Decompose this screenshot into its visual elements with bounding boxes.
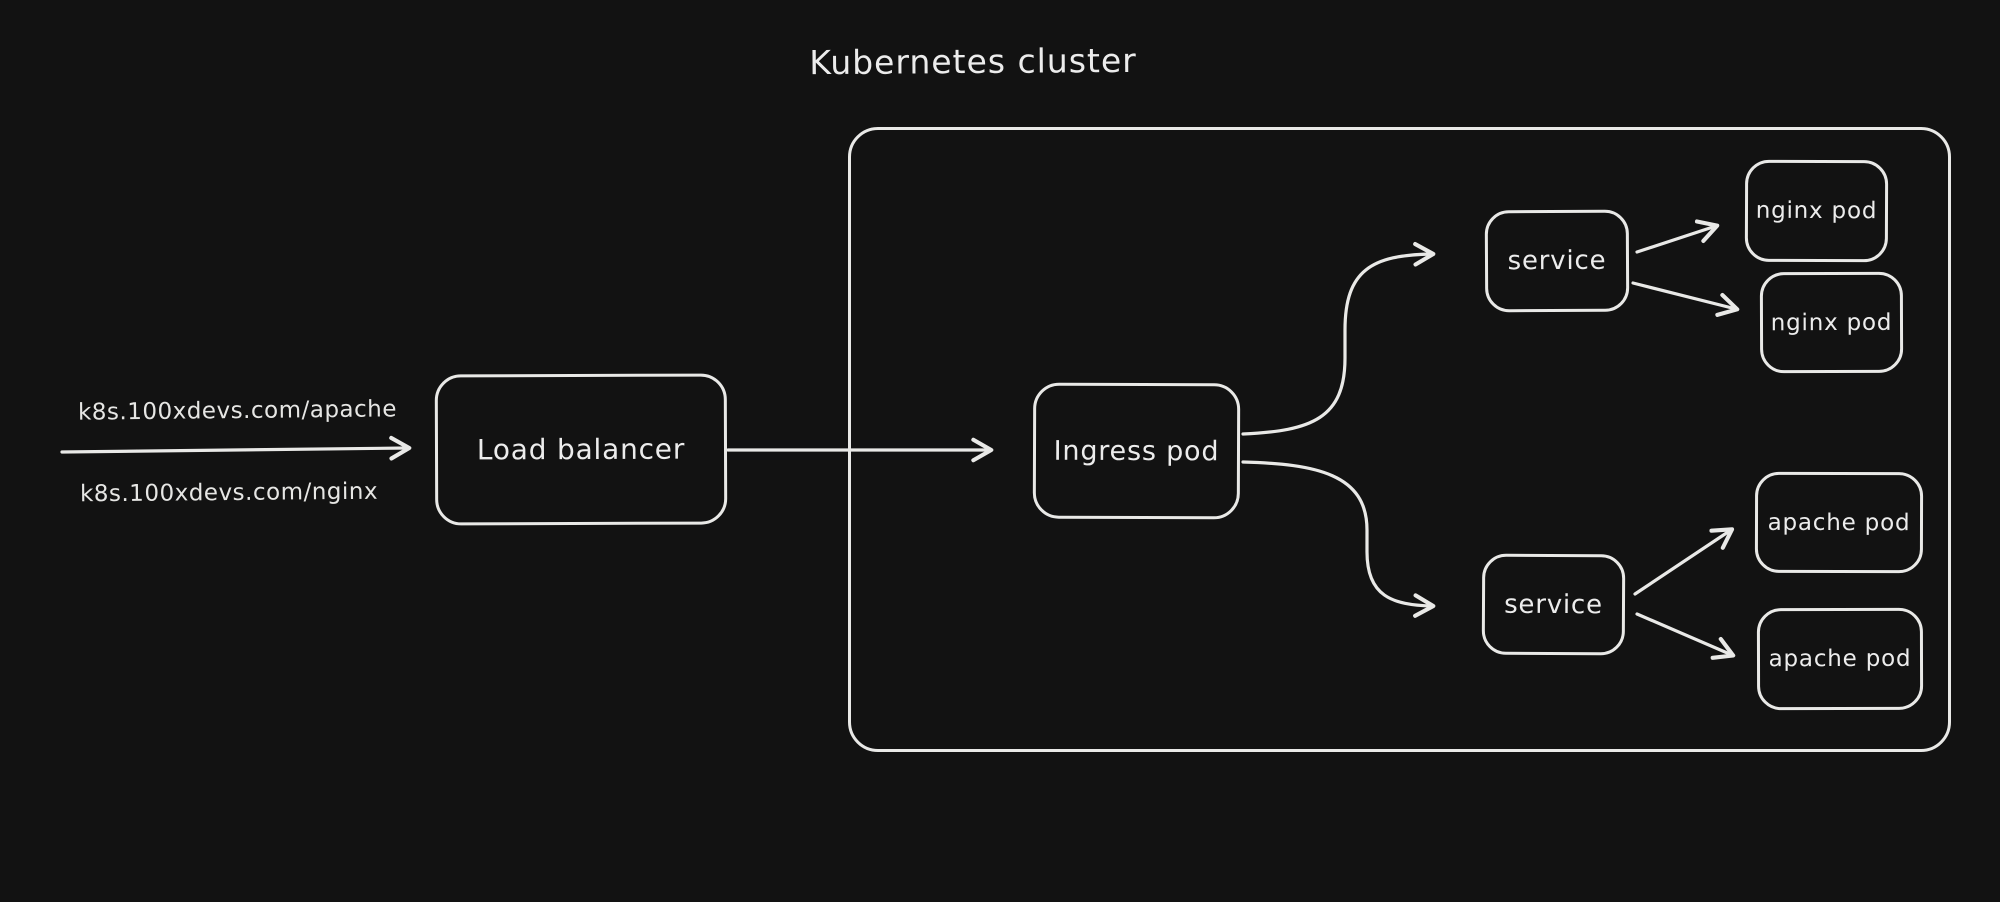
node-load-balancer: Load balancer — [434, 373, 728, 526]
node-service-apache-label: service — [1504, 589, 1603, 620]
kubernetes-cluster-box — [848, 127, 1951, 752]
diagram-title: Kubernetes cluster — [809, 40, 1137, 83]
node-apache-pod-2: apache pod — [1756, 607, 1924, 711]
node-apache-pod-2-label: apache pod — [1768, 645, 1912, 673]
node-service-nginx-label: service — [1507, 245, 1607, 277]
route-label-nginx: k8s.100xdevs.com/nginx — [79, 478, 379, 508]
edge-routes-to-load-balancer — [60, 435, 412, 461]
node-service-apache: service — [1481, 553, 1626, 656]
route-label-apache: k8s.100xdevs.com/apache — [77, 396, 398, 426]
node-apache-pod-1: apache pod — [1754, 471, 1924, 574]
node-ingress-pod: Ingress pod — [1032, 382, 1241, 520]
node-load-balancer-label: Load balancer — [476, 432, 686, 467]
node-nginx-pod-2: nginx pod — [1759, 271, 1904, 374]
node-service-nginx: service — [1484, 209, 1630, 313]
node-nginx-pod-2-label: nginx pod — [1770, 309, 1893, 336]
node-nginx-pod-1: nginx pod — [1744, 159, 1889, 263]
node-ingress-pod-label: Ingress pod — [1053, 435, 1220, 467]
node-nginx-pod-1-label: nginx pod — [1755, 197, 1878, 225]
node-apache-pod-1-label: apache pod — [1767, 509, 1911, 536]
